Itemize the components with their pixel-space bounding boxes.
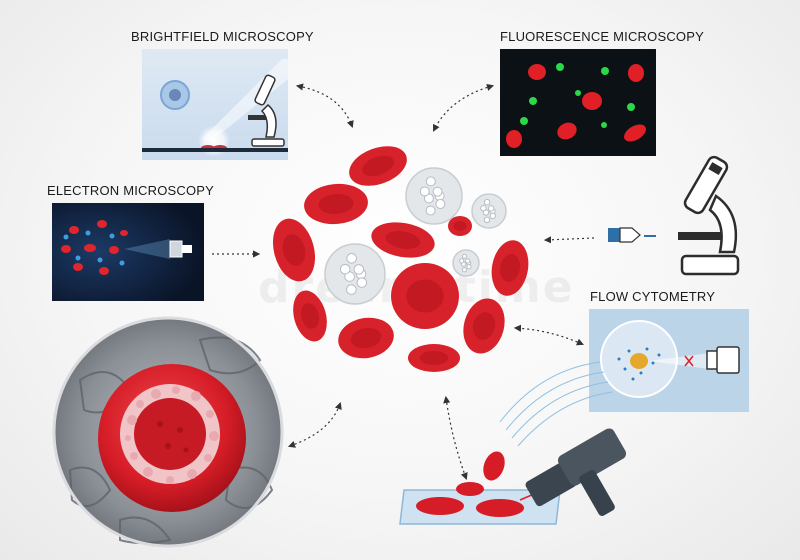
red-blood-cell [338, 317, 394, 359]
red-blood-cell [304, 183, 368, 225]
fluorescence-title: FLUORESCENCE MICROSCOPY [500, 29, 704, 44]
slide-icon [399, 451, 561, 525]
red-blood-cell [371, 222, 435, 258]
microscope-icon [678, 155, 740, 276]
arrow-microscope [543, 236, 595, 244]
white-blood-cell [452, 249, 480, 277]
red-blood-cell [491, 240, 529, 296]
red-blood-cell [293, 290, 327, 342]
electron-microscopy-panel [52, 203, 204, 301]
arrow-slide [443, 395, 468, 481]
brightfield-title: BRIGHTFIELD MICROSCOPY [131, 29, 314, 44]
microscope-icon [248, 74, 285, 147]
flow-streams [499, 361, 613, 447]
flow-cytometry-title: FLOW CYTOMETRY [590, 289, 716, 304]
red-blood-cell [448, 216, 472, 236]
arrow-flow [513, 324, 584, 346]
light-source-icon [608, 227, 656, 243]
red-blood-cell [391, 263, 459, 329]
white-blood-cell [405, 167, 463, 225]
laser-icon [684, 355, 694, 367]
scanner-icon [525, 428, 627, 516]
arrow-sem [287, 401, 342, 448]
cell-view-icon [160, 80, 190, 110]
fluorescence-panel [500, 49, 656, 156]
electron-gun-icon [169, 240, 192, 258]
connector-arrows [212, 83, 595, 481]
camera-icon [706, 346, 740, 374]
red-blood-cell [463, 298, 505, 354]
white-blood-cell [324, 243, 386, 305]
white-blood-cell [471, 193, 507, 229]
brightfield-panel [142, 49, 288, 160]
electron-title: ELECTRON MICROSCOPY [47, 183, 215, 198]
sem-cell-image [52, 316, 284, 548]
red-blood-cell [272, 218, 316, 282]
red-blood-cell [349, 146, 407, 186]
red-blood-cell [408, 344, 460, 372]
flow-cytometry-panel [589, 309, 749, 412]
